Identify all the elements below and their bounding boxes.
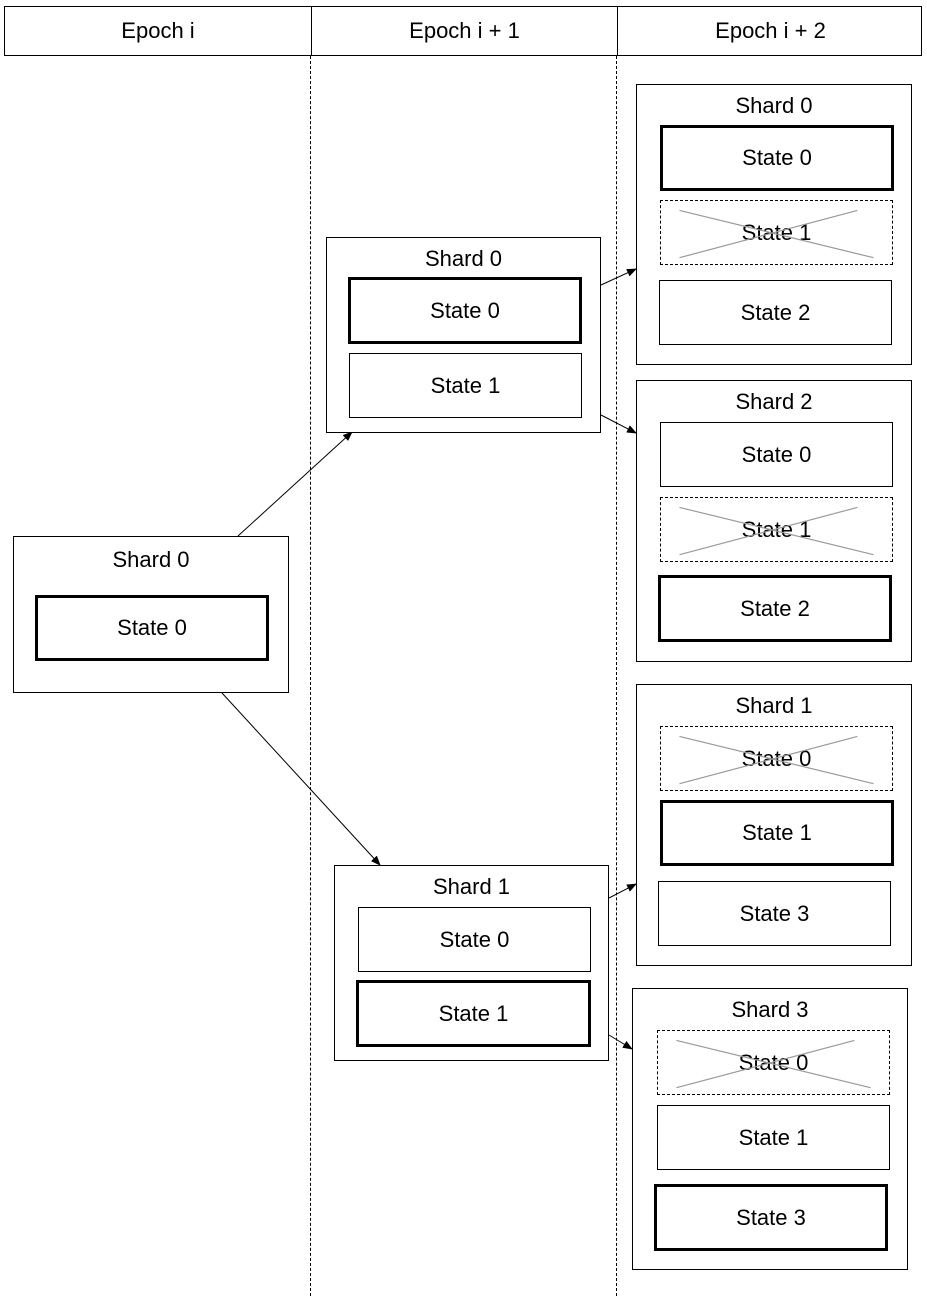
state-box: State 1 xyxy=(657,1105,890,1170)
shard-title: Shard 1 xyxy=(432,874,511,899)
state-box: State 3 xyxy=(654,1184,888,1251)
state-label: State 0 xyxy=(741,745,812,771)
state-label: State 0 xyxy=(742,145,812,170)
state-box: State 1 xyxy=(349,353,582,418)
state-box: State 0 xyxy=(358,907,591,972)
state-box: State 0 xyxy=(657,1030,890,1095)
state-label: State 3 xyxy=(739,900,810,926)
state-label: State 3 xyxy=(736,1204,806,1230)
arrow-e0s0-to-e1s0 xyxy=(237,431,353,537)
state-box: State 2 xyxy=(658,575,892,642)
state-label: State 0 xyxy=(439,926,510,952)
epoch-header-row: Epoch i Epoch i + 1 Epoch i + 2 xyxy=(4,6,922,56)
shard-title: Shard 0 xyxy=(424,246,503,271)
epoch-divider-1 xyxy=(310,56,311,1296)
state-label: State 0 xyxy=(741,441,812,467)
state-box: State 2 xyxy=(659,280,892,345)
state-label: State 1 xyxy=(438,1000,509,1026)
arrow-e1s1-to-e2s1 xyxy=(608,883,637,899)
state-label: State 1 xyxy=(741,219,812,245)
shard-box-epoch0-shard0: Shard 0 State 0 xyxy=(13,536,289,693)
state-label: State 0 xyxy=(738,1049,809,1075)
arrow-e1s0-to-e2s0 xyxy=(600,268,637,286)
state-label: State 0 xyxy=(430,297,500,323)
shard-title: Shard 1 xyxy=(735,693,813,718)
epoch-header-1: Epoch i + 1 xyxy=(311,7,617,55)
epoch-header-2: Epoch i + 2 xyxy=(617,7,923,55)
state-label: State 1 xyxy=(430,372,501,398)
arrow-e1s1-to-e2s3 xyxy=(608,1034,633,1050)
shard-box-epoch2-shard3: Shard 3 State 0 State 1 State 3 xyxy=(632,988,908,1270)
state-box: State 1 xyxy=(356,980,591,1047)
shard-box-epoch2-shard2: Shard 2 State 0 State 1 State 2 xyxy=(636,380,912,662)
state-box: State 0 xyxy=(348,277,582,344)
state-label: State 0 xyxy=(117,615,187,640)
epoch-header-0: Epoch i xyxy=(121,18,195,43)
state-label: State 1 xyxy=(741,516,812,542)
state-box: State 0 xyxy=(660,125,894,191)
shard-title: Shard 3 xyxy=(731,997,809,1022)
state-label: State 2 xyxy=(740,299,811,325)
state-label: State 1 xyxy=(742,820,812,845)
state-box: State 0 xyxy=(660,726,893,791)
state-box: State 0 xyxy=(35,595,269,661)
state-box: State 1 xyxy=(660,497,893,562)
shard-box-epoch1-shard0: Shard 0 State 0 State 1 xyxy=(326,237,601,433)
state-label: State 2 xyxy=(740,595,810,621)
state-box: State 1 xyxy=(660,800,894,866)
shard-title: Shard 2 xyxy=(735,389,813,414)
shard-title: Shard 0 xyxy=(112,547,190,572)
state-box: State 0 xyxy=(660,422,893,487)
state-label: State 1 xyxy=(738,1124,809,1150)
epoch-divider-2 xyxy=(616,56,617,1296)
arrow-e1s0-to-e2s2 xyxy=(600,414,637,434)
shard-box-epoch2-shard1: Shard 1 State 0 State 1 State 3 xyxy=(636,684,912,966)
shard-title: Shard 0 xyxy=(735,93,813,118)
state-box: State 3 xyxy=(658,881,891,946)
state-box: State 1 xyxy=(660,200,893,265)
shard-box-epoch1-shard1: Shard 1 State 0 State 1 xyxy=(334,865,609,1061)
shard-box-epoch2-shard0: Shard 0 State 0 State 1 State 2 xyxy=(636,84,912,365)
arrow-e0s0-to-e1s1 xyxy=(221,692,381,866)
